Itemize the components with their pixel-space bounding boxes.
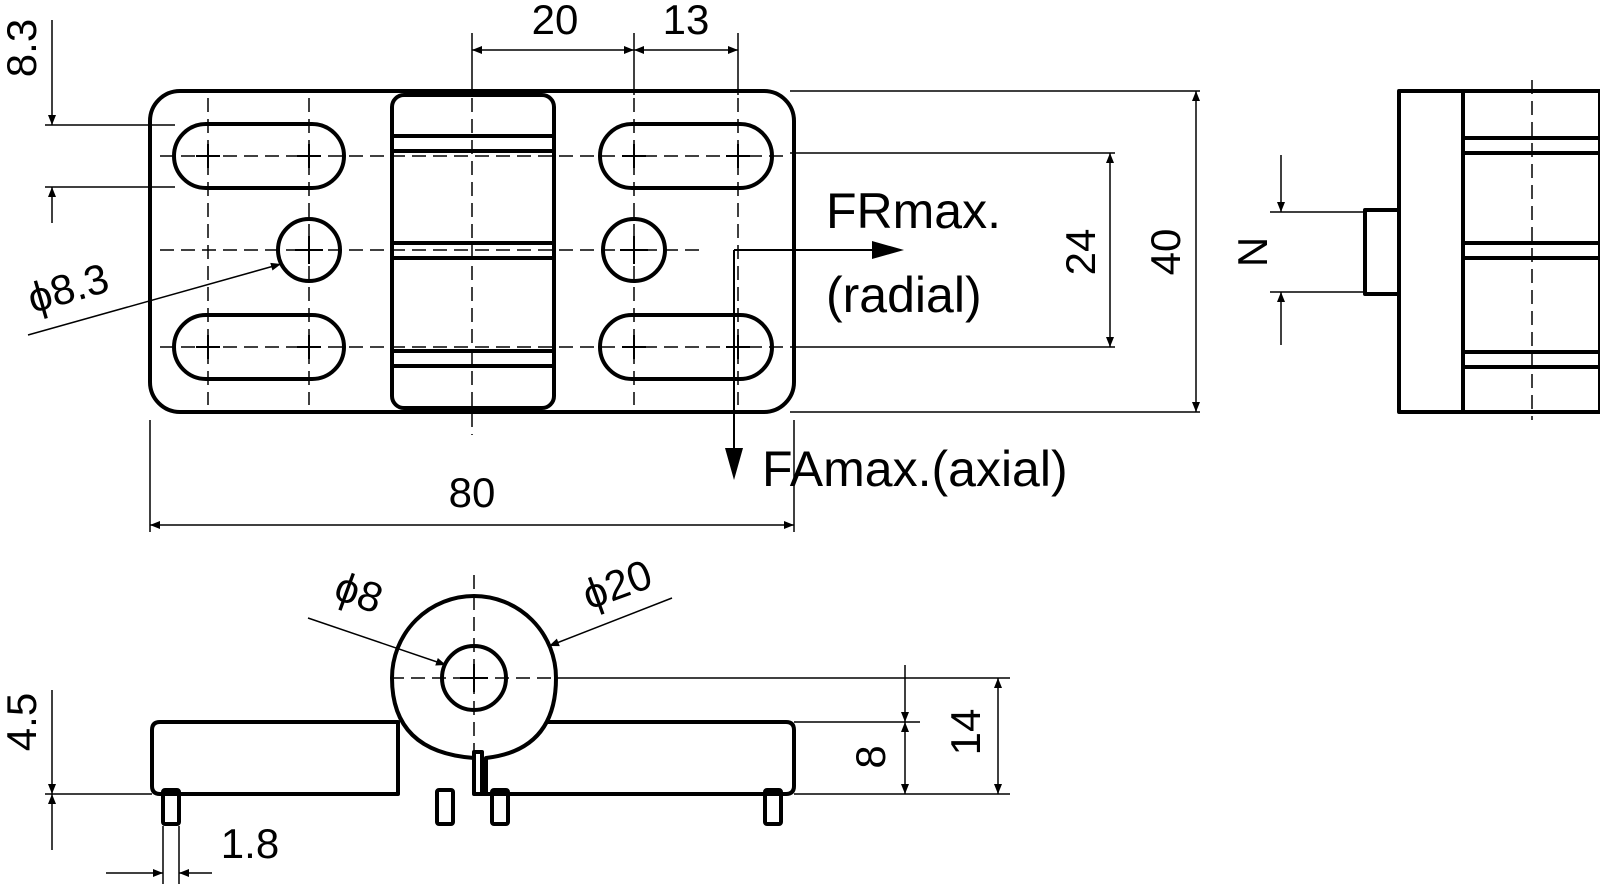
front-view-pins bbox=[161, 788, 783, 826]
force-arrows bbox=[725, 241, 904, 480]
top-view: 20 13 8.3 ϕ8.3 24 40 80 FRmax. (radial) … bbox=[0, 0, 1200, 532]
axial-force-arrowhead bbox=[725, 448, 743, 480]
side-pin bbox=[1363, 208, 1401, 296]
dim-24: 24 bbox=[1057, 229, 1104, 276]
dim-4-5: 4.5 bbox=[0, 693, 45, 751]
side-leaf bbox=[1397, 89, 1465, 414]
radial-force-label: FRmax. bbox=[826, 183, 1001, 239]
dim-14: 14 bbox=[942, 709, 989, 756]
axial-force-label: FAmax.(axial) bbox=[762, 441, 1068, 497]
dim-40: 40 bbox=[1142, 229, 1189, 276]
radial-force-arrowhead bbox=[872, 241, 904, 259]
hole-center-marks bbox=[196, 144, 750, 359]
mounting-slots bbox=[172, 122, 774, 381]
front-view: ϕ8 ϕ20 4.5 1.8 8 14 bbox=[0, 550, 1010, 884]
front-left-leaf bbox=[150, 720, 400, 796]
top-view-extension-lines bbox=[45, 33, 1200, 532]
hinge-leaf-outline bbox=[148, 89, 796, 414]
dim-N: N bbox=[1229, 237, 1276, 267]
dim-20: 20 bbox=[532, 0, 579, 43]
dim-8-3: 8.3 bbox=[0, 19, 45, 77]
dim-13: 13 bbox=[663, 0, 710, 43]
dim-pin-diameter: ϕ8 bbox=[329, 562, 389, 622]
front-knuckle bbox=[390, 594, 558, 796]
side-view: N bbox=[1229, 80, 1600, 420]
dim-hole-diameter: ϕ8.3 bbox=[22, 254, 114, 322]
top-view-centerlines bbox=[160, 98, 790, 435]
dim-8: 8 bbox=[847, 745, 894, 768]
radial-force-sublabel: (radial) bbox=[826, 267, 982, 323]
knuckle-block bbox=[390, 93, 556, 410]
dim-1-8: 1.8 bbox=[221, 820, 279, 867]
top-view-dimension-lines bbox=[27, 20, 1200, 529]
knuckle-slit bbox=[472, 750, 484, 796]
front-right-leaf bbox=[478, 720, 796, 796]
dim-80: 80 bbox=[449, 469, 496, 516]
